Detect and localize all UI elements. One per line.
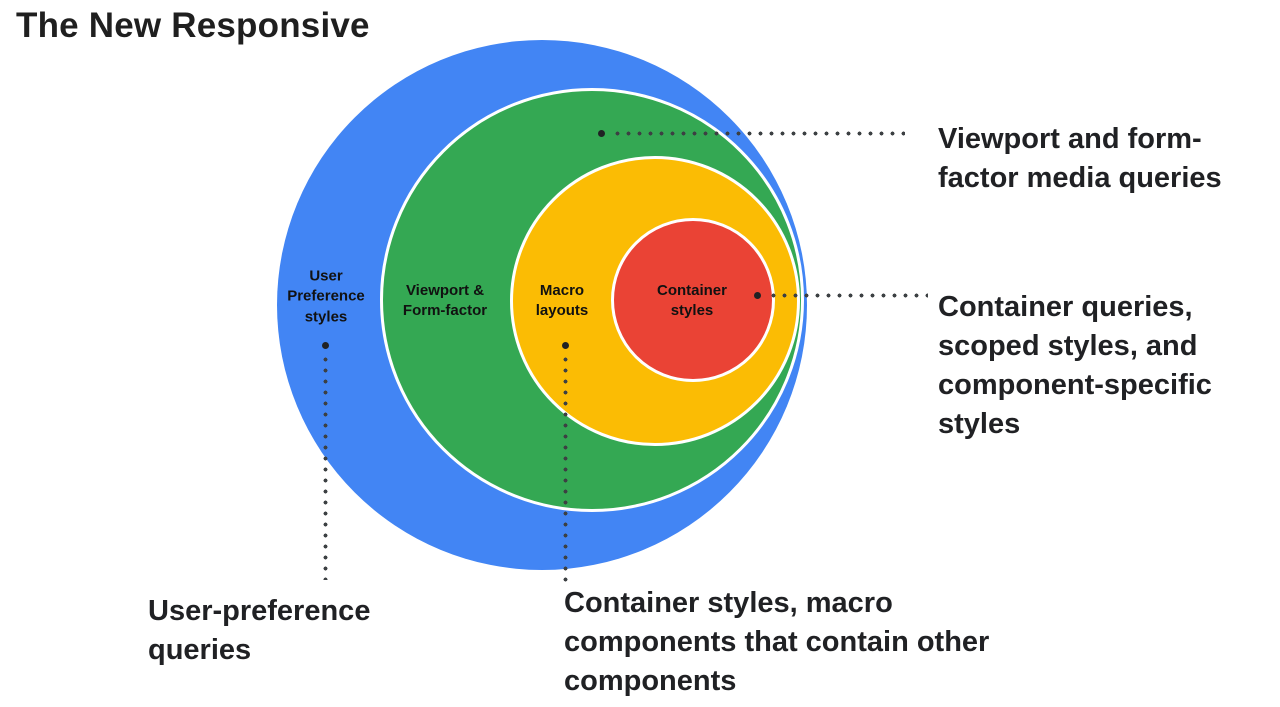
leader-dot-user-preference	[322, 342, 329, 349]
leader-line-container	[768, 293, 928, 298]
ring-label-viewport-form-factor: Viewport & Form-factor	[402, 281, 488, 319]
page-title: The New Responsive	[16, 6, 370, 45]
leader-dot-container	[754, 292, 761, 299]
annotation-container-queries: Container queries, scoped styles, and co…	[938, 291, 1212, 440]
ring-container-styles	[611, 218, 775, 382]
ring-label-container-styles: Container styles	[656, 281, 727, 319]
ring-label-macro-layouts: Macro layouts	[535, 281, 589, 319]
annotation-container-styles-macro-components: Container styles, macro components that …	[564, 587, 990, 697]
leader-line-user-preference	[323, 354, 328, 580]
leader-line-viewport	[612, 131, 905, 136]
ring-label-user-preference-styles: User Preference styles	[287, 267, 365, 326]
annotation-viewport-media-queries: Viewport and form-factor media queries	[938, 123, 1222, 194]
leader-dot-viewport	[598, 130, 605, 137]
leader-dot-macro-layouts	[562, 342, 569, 349]
leader-line-macro-layouts	[563, 354, 568, 584]
annotation-user-preference-queries: User-preference queries	[148, 595, 371, 666]
